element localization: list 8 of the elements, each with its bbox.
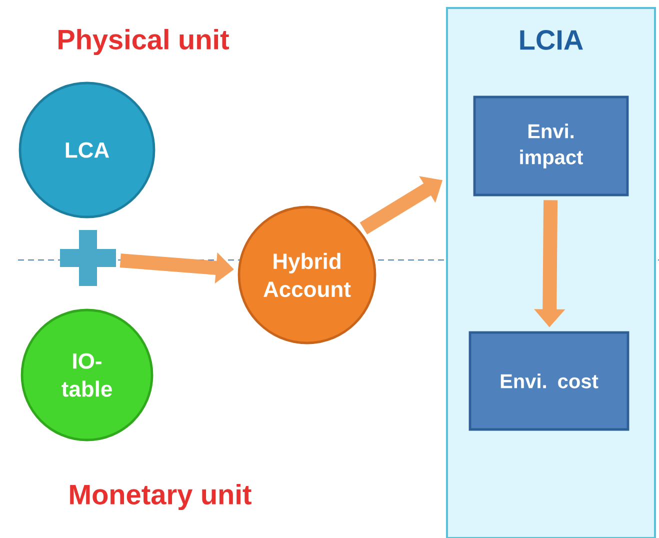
- process-box: Envi. impact: [473, 96, 629, 196]
- circle-node: Hybrid Account: [238, 206, 376, 344]
- circle-node: IO-table: [20, 308, 154, 442]
- plus-sign: [60, 230, 116, 286]
- circle-node: LCA: [18, 82, 156, 218]
- process-box: Envi. cost: [468, 331, 630, 431]
- unit-label: Physical unit: [58, 28, 229, 56]
- unit-label: Monetary unit: [70, 484, 252, 510]
